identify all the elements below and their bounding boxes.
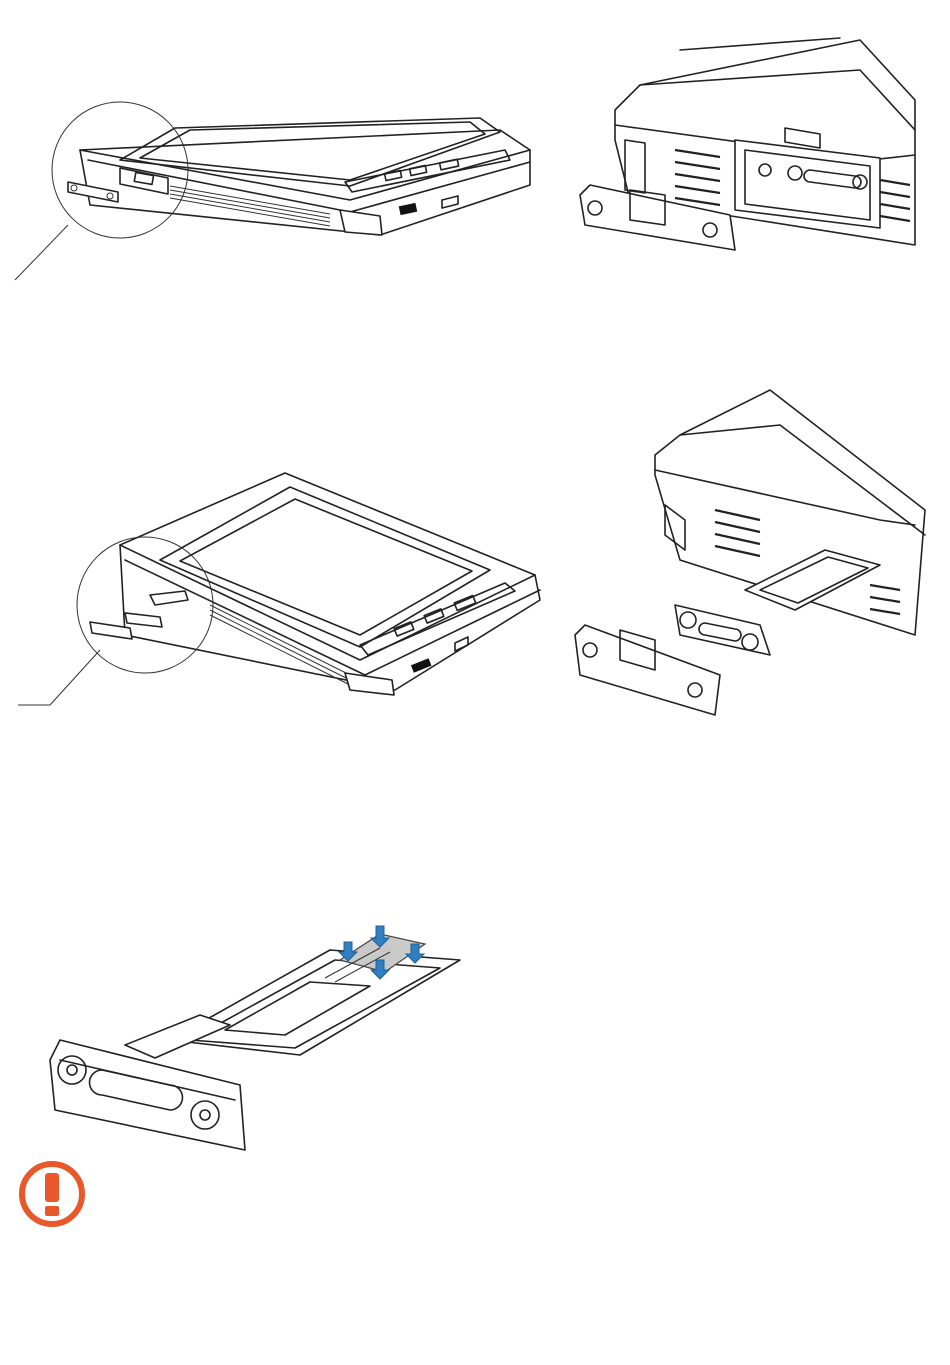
closed-cover-detail xyxy=(570,30,930,260)
sim-tray-ejected-icon xyxy=(570,385,940,725)
warning-icon-container xyxy=(16,1158,88,1230)
tablet-open-overview xyxy=(0,465,560,715)
tablet-device-icon xyxy=(0,90,560,290)
sim-tray-icon xyxy=(40,920,470,1160)
warning-exclamation-icon xyxy=(16,1158,88,1230)
tablet-device-icon xyxy=(0,465,560,715)
open-cover-tray-detail xyxy=(570,385,940,725)
tablet-closed-overview xyxy=(0,90,560,290)
sim-cover-closed-icon xyxy=(570,30,930,260)
sim-tray-insert xyxy=(40,920,470,1160)
